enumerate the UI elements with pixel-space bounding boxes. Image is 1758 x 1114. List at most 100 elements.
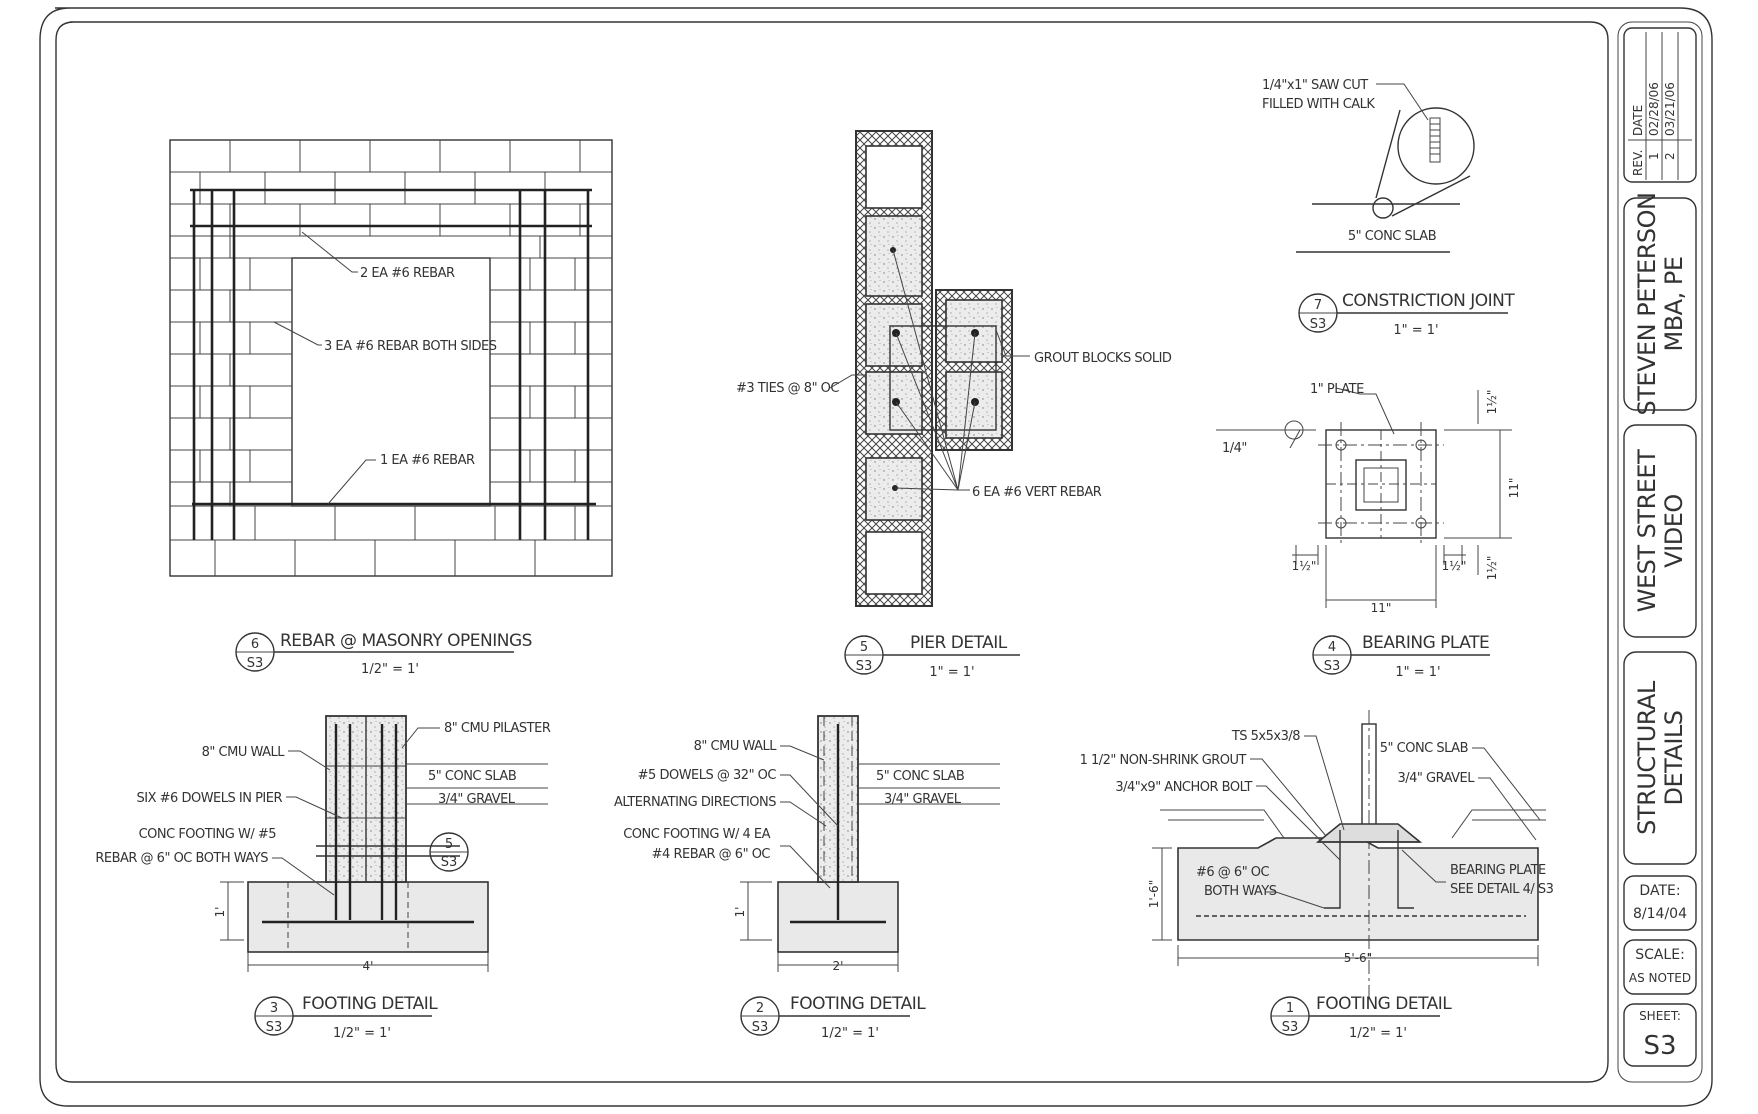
date-header: DATE: [1631, 105, 1645, 136]
d6-scale: 1/2" = 1': [361, 662, 419, 677]
d1-note-rebar-2: BOTH WAYS: [1204, 884, 1277, 899]
sheet-number-box: SHEET: S3: [1623, 1003, 1697, 1067]
d1-note-gravel: 3/4" GRAVEL: [1397, 771, 1475, 786]
d3-note-wall: 8" CMU WALL: [202, 745, 286, 760]
d2-dim-2ft: 2': [833, 959, 844, 973]
d1-title: FOOTING DETAIL: [1316, 994, 1452, 1014]
project-name-line2: VIDEO: [1660, 494, 1688, 568]
d3-sheet: S3: [266, 1020, 283, 1035]
detail-6-rebar-masonry-openings: 2 EA #6 REBAR 3 EA #6 REBAR BOTH SIDES 1…: [169, 139, 613, 677]
d6-sheet: S3: [247, 656, 264, 671]
d3-title: FOOTING DETAIL: [302, 994, 438, 1014]
d7-note-3: 5" CONC SLAB: [1348, 229, 1436, 244]
d4-dim-15-bot: 1½": [1485, 556, 1499, 581]
sheet-border: [39, 7, 1713, 1107]
detail-7-construction-joint: 1/4"x1" SAW CUT FILLED WITH CALK 5" CONC…: [1262, 78, 1516, 338]
d4-num: 4: [1328, 640, 1336, 655]
d4-note-quarter: 1/4": [1222, 441, 1247, 456]
d6-note-2: 3 EA #6 REBAR BOTH SIDES: [324, 339, 497, 354]
d5-sheet: S3: [856, 659, 873, 674]
d2-note-dowels: #5 DOWELS @ 32" OC: [638, 768, 777, 783]
d1-num: 1: [1286, 1001, 1294, 1016]
d4-title: BEARING PLATE: [1362, 633, 1489, 653]
d2-num: 2: [756, 1001, 764, 1016]
d1-tag: 1 S3 FOOTING DETAIL 1/2" = 1': [1270, 994, 1453, 1041]
d5-note-2: GROUT BLOCKS SOLID: [1034, 351, 1172, 366]
d1-note-bolt: 3/4"x9" ANCHOR BOLT: [1115, 780, 1252, 795]
sheet-label: SHEET:: [1639, 1009, 1681, 1023]
d5-tag: 5 S3 PIER DETAIL 1" = 1': [844, 633, 1020, 680]
detail-2-footing: 8" CMU WALL 5" CONC SLAB #5 DOWELS @ 32"…: [614, 715, 1000, 1041]
d1-note-grout: 1 1/2" NON-SHRINK GROUT: [1080, 753, 1247, 768]
engineer-box: STEVEN PETERSON MBA, PE: [1623, 193, 1697, 416]
d1-note-ts: TS 5x5x3/8: [1231, 729, 1300, 744]
d4-dim-15-top: 1½": [1485, 390, 1499, 415]
d6-note-3: 1 EA #6 REBAR: [380, 453, 475, 468]
sheet-value: S3: [1643, 1031, 1676, 1061]
d1-note-rebar-1: #6 @ 6" OC: [1196, 865, 1270, 880]
engineer-name: STEVEN PETERSON: [1633, 193, 1661, 416]
scale-box: SCALE: AS NOTED: [1623, 939, 1697, 995]
project-name-line1: WEST STREET: [1633, 449, 1661, 612]
d7-sheet: S3: [1310, 317, 1327, 332]
sheet-title-line2: DETAILS: [1660, 710, 1688, 805]
d6-note-1: 2 EA #6 REBAR: [360, 266, 455, 281]
d3-dim-4ft: 4': [363, 959, 374, 973]
d4-scale: 1" = 1': [1395, 665, 1440, 680]
project-box: WEST STREET VIDEO: [1623, 424, 1697, 638]
revision-table: REV. DATE 1 02/28/06 2 03/21/06: [1623, 27, 1697, 183]
d5-title: PIER DETAIL: [910, 633, 1008, 653]
d1-dim-5ft6: 5'-6": [1344, 951, 1372, 965]
d3-callout-num: 5: [445, 837, 453, 852]
d5-scale: 1" = 1': [929, 665, 974, 680]
d3-note-pilaster: 8" CMU PILASTER: [444, 721, 551, 736]
d5-note-3: 6 EA #6 VERT REBAR: [972, 485, 1102, 500]
d4-note-plate: 1" PLATE: [1310, 382, 1364, 397]
d2-dim-1ft: 1': [733, 907, 747, 918]
d4-dim-15-left: 1½": [1292, 559, 1317, 573]
d5-note-1: #3 TIES @ 8" OC: [736, 381, 839, 396]
d1-sheet: S3: [1282, 1020, 1299, 1035]
detail-3-footing: 5 S3 8" CMU PILASTER 8" CMU WALL 5" CONC…: [95, 715, 551, 1041]
d2-sheet: S3: [752, 1020, 769, 1035]
d6-tag: 6 S3 REBAR @ MASONRY OPENINGS 1/2" = 1': [235, 631, 532, 677]
detail-5-pier: #3 TIES @ 8" OC GROUT BLOCKS SOLID 6 EA …: [736, 130, 1172, 680]
scale-value: AS NOTED: [1629, 971, 1691, 985]
sheet-title-box: STRUCTURAL DETAILS: [1623, 651, 1697, 865]
d3-scale: 1/2" = 1': [333, 1026, 391, 1041]
d2-note-gravel: 3/4" GRAVEL: [884, 792, 962, 807]
d2-note-wall: 8" CMU WALL: [694, 739, 778, 754]
d4-sheet: S3: [1324, 659, 1341, 674]
d6-title: REBAR @ MASONRY OPENINGS: [280, 631, 532, 651]
d3-note-footing-1: CONC FOOTING W/ #5: [139, 827, 277, 842]
title-block: REV. DATE 1 02/28/06 2 03/21/06 STEVEN P…: [1623, 27, 1697, 1067]
d7-tag: 7 S3 CONSTRICTION JOINT 1" = 1': [1298, 291, 1516, 338]
d3-note-dowels: SIX #6 DOWELS IN PIER: [137, 791, 283, 806]
rev-1-num: 1: [1647, 152, 1661, 160]
d2-tag: 2 S3 FOOTING DETAIL 1/2" = 1': [740, 994, 927, 1041]
d2-note-alternating: ALTERNATING DIRECTIONS: [614, 795, 776, 810]
d3-num: 3: [270, 1001, 278, 1016]
rev-header: REV.: [1631, 150, 1645, 176]
d3-tag: 3 S3 FOOTING DETAIL 1/2" = 1': [254, 994, 439, 1041]
detail-1-footing: TS 5x5x3/8 5" CONC SLAB 1 1/2" NON-SHRIN…: [1080, 710, 1554, 1041]
d4-tag: 4 S3 BEARING PLATE 1" = 1': [1312, 633, 1490, 680]
d1-note-bearing-1: BEARING PLATE: [1450, 863, 1546, 878]
rev-2-num: 2: [1663, 152, 1677, 160]
d7-scale: 1" = 1': [1393, 323, 1438, 338]
d2-note-slab: 5" CONC SLAB: [876, 769, 964, 784]
d2-note-footing-1: CONC FOOTING W/ 4 EA: [623, 827, 770, 842]
d5-num: 5: [860, 640, 868, 655]
detail-4-bearing-plate: 1" PLATE 1/4" 11" 11" 1½" 1½" 1½" 1½" 4 …: [1216, 382, 1521, 680]
d2-title: FOOTING DETAIL: [790, 994, 926, 1014]
d2-note-footing-2: #4 REBAR @ 6" OC: [652, 847, 771, 862]
scale-label: SCALE:: [1635, 947, 1685, 963]
engineer-credentials: MBA, PE: [1660, 257, 1688, 352]
d4-dim-11-vert: 11": [1507, 478, 1521, 499]
d3-note-slab: 5" CONC SLAB: [428, 769, 516, 784]
d4-dim-15-right: 1½": [1442, 559, 1467, 573]
date-value: 8/14/04: [1633, 906, 1687, 922]
rev-1-date: 02/28/06: [1647, 82, 1661, 136]
rebar-lines: [190, 188, 596, 540]
